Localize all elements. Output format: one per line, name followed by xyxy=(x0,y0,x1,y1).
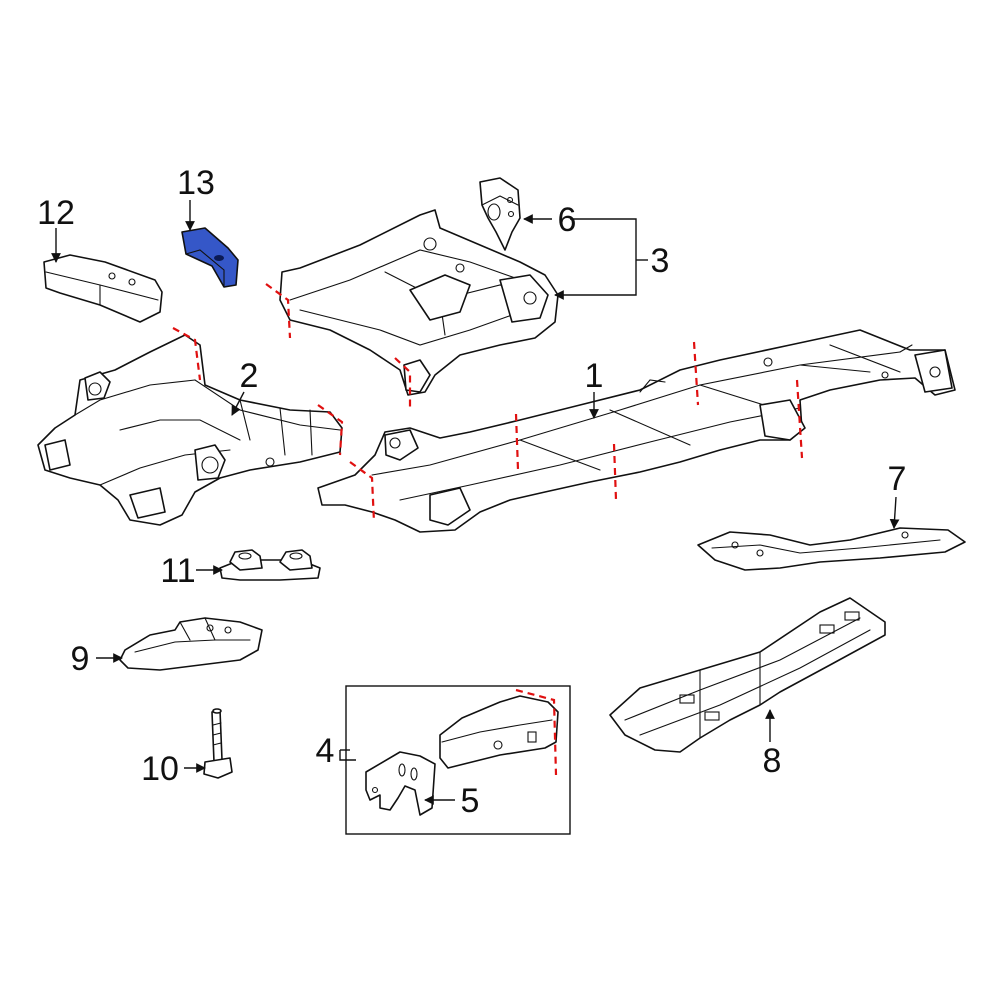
cut-line-2a xyxy=(172,327,202,381)
callout-10: 10 xyxy=(141,750,179,788)
part-7-skid-plate[interactable] xyxy=(697,527,966,571)
part-6-bracket[interactable] xyxy=(479,177,521,251)
callout-6: 6 xyxy=(558,201,577,239)
part-5-bracket[interactable] xyxy=(365,751,436,816)
callout-2: 2 xyxy=(240,357,259,395)
part-12-frame-extension[interactable] xyxy=(43,254,163,323)
callout-3: 3 xyxy=(651,242,670,280)
cut-line-1a xyxy=(349,461,376,523)
part-13-bracket-highlighted[interactable] xyxy=(181,227,239,288)
part-9-tow-hook[interactable] xyxy=(119,617,263,671)
callout-7: 7 xyxy=(888,460,907,498)
callout-8: 8 xyxy=(763,742,782,780)
cut-line-4 xyxy=(515,688,558,776)
part-2-front-frame-section[interactable] xyxy=(37,334,343,526)
part-8-under-shield[interactable] xyxy=(609,597,886,753)
callout-12: 12 xyxy=(37,194,75,232)
part-4-frame-extension[interactable] xyxy=(439,695,559,769)
cut-line-1e xyxy=(795,379,804,459)
callout-1: 1 xyxy=(585,357,604,395)
callout-4: 4 xyxy=(316,732,335,770)
cut-line-1c xyxy=(612,443,618,501)
callout-13: 13 xyxy=(177,164,215,202)
leader-lines xyxy=(51,200,900,805)
callout-5: 5 xyxy=(461,782,480,820)
part-3-crossmember-assembly[interactable] xyxy=(279,209,559,396)
cut-line-3a xyxy=(265,283,292,339)
part-1-main-frame[interactable] xyxy=(317,329,956,533)
callout-11: 11 xyxy=(160,552,195,590)
cut-line-3b xyxy=(394,357,412,408)
cut-line-1b xyxy=(514,413,520,471)
part-11-body-mounts[interactable] xyxy=(219,549,321,581)
callout-9: 9 xyxy=(71,640,90,678)
cut-line-2b xyxy=(317,404,344,456)
part-10-bolt[interactable] xyxy=(203,708,233,779)
cut-line-1d xyxy=(692,341,700,406)
